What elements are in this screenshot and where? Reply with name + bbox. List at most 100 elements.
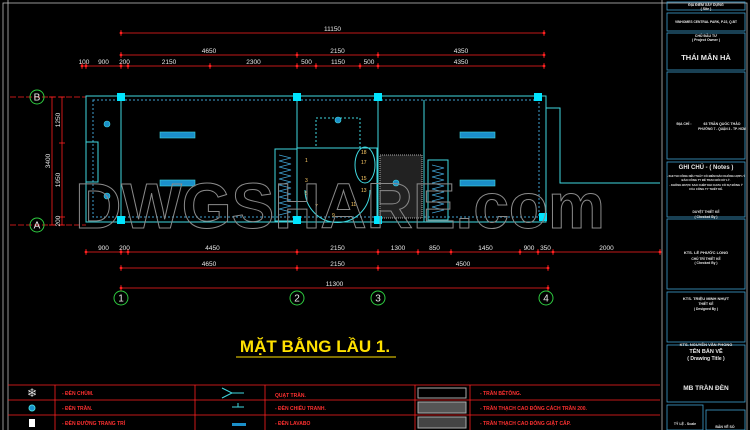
svg-text:- TRẦN THẠCH CAO ĐÓNG GIẬT CẤP: - TRẦN THẠCH CAO ĐÓNG GIẬT CẤP. bbox=[480, 419, 571, 427]
dimension-node bbox=[295, 266, 299, 270]
title-block-text: ĐỊA ĐIỂM XÂY DỰNG ( Site ) VINHOMES CENT… bbox=[667, 2, 746, 429]
top-detail-dim-label: 1150 bbox=[331, 59, 345, 66]
ceiling-light-icon bbox=[103, 120, 111, 128]
left-dim-label: 1250 bbox=[55, 112, 62, 127]
bottom-middle-dim-label: 4500 bbox=[456, 261, 471, 268]
grid-label: A bbox=[34, 221, 41, 232]
dimension-node bbox=[542, 53, 546, 57]
dimension-node bbox=[80, 64, 84, 68]
dimension-node bbox=[295, 250, 299, 254]
grid-label: B bbox=[34, 93, 41, 104]
dimension-node bbox=[119, 266, 123, 270]
bottom-detail-dim-label: 900 bbox=[98, 245, 109, 252]
zigzag-hanger bbox=[431, 164, 445, 214]
top-detail-dim-label: 4350 bbox=[454, 59, 469, 66]
ceiling-light-icon bbox=[103, 192, 111, 200]
grid-label: 3 bbox=[375, 294, 381, 305]
svg-text:CHỦ ĐẦU TƯ: CHỦ ĐẦU TƯ bbox=[695, 33, 717, 38]
dimension-node bbox=[314, 64, 318, 68]
svg-text:QUẠT TRẦN.: QUẠT TRẦN. bbox=[275, 392, 306, 399]
legend-table bbox=[8, 384, 660, 430]
svg-text:TÊN BẢN VẼ: TÊN BẢN VẼ bbox=[689, 347, 723, 355]
bottom-detail-dim-label: 1450 bbox=[478, 245, 493, 252]
top-detail-dim-label: 2150 bbox=[162, 59, 177, 66]
dimension-node bbox=[119, 53, 123, 57]
svg-text:- ĐÈN CHÙM.: - ĐÈN CHÙM. bbox=[62, 389, 94, 397]
column bbox=[539, 213, 547, 221]
left-dim-label: 3400 bbox=[45, 153, 52, 168]
ceiling-light-icon bbox=[28, 404, 36, 412]
step-ceiling-swatch bbox=[417, 416, 467, 429]
dimension-lines bbox=[10, 30, 662, 291]
picture-light-icon bbox=[232, 403, 244, 408]
drawing-title: MẶT BẰNG LẦU 1. bbox=[240, 337, 390, 356]
column bbox=[117, 93, 125, 101]
dimension-node bbox=[376, 250, 380, 254]
chandelier-icon: ❄ bbox=[27, 386, 37, 400]
top-middle-dim-label: 2150 bbox=[330, 48, 345, 55]
tube-light-icon bbox=[459, 179, 496, 187]
dimension-node bbox=[518, 250, 522, 254]
svg-text:63 TRẦN QUỐC THẢO: 63 TRẦN QUỐC THẢO bbox=[704, 121, 741, 126]
svg-text:MB TRẦN ĐÈN: MB TRẦN ĐÈN bbox=[683, 382, 729, 392]
svg-text:PHƯỜNG 7 - QUẬN 3 - TP. HCM: PHƯỜNG 7 - QUẬN 3 - TP. HCM bbox=[698, 126, 746, 131]
column bbox=[293, 93, 301, 101]
wc-hatch bbox=[379, 154, 423, 219]
svg-text:BÁO CÔNG TY ĐỂ TRAO ĐỔI XỬ LÝ.: BÁO CÔNG TY ĐỂ TRAO ĐỔI XỬ LÝ. bbox=[682, 177, 731, 182]
ceiling-light-icon bbox=[392, 179, 400, 187]
dimension-node bbox=[542, 64, 546, 68]
svg-text:KTS. TRIỆU MINH NHỰT: KTS. TRIỆU MINH NHỰT bbox=[683, 296, 730, 301]
svg-text:- KHÔNG ĐƯỢC SAO CHÉP KHI CHƯA: - KHÔNG ĐƯỢC SAO CHÉP KHI CHƯA CÓ SỰ ĐỒN… bbox=[669, 182, 743, 187]
svg-text:DUYỆT THIẾT KẾ: DUYỆT THIẾT KẾ bbox=[692, 209, 720, 214]
stair-number: 17 bbox=[361, 160, 367, 166]
svg-text:( Designed By ): ( Designed By ) bbox=[694, 307, 718, 311]
grid-label: 1 bbox=[118, 294, 124, 305]
stair-number: 9 bbox=[332, 213, 335, 219]
legend-labels: - ĐÈN CHÙM. - ĐÈN TRẦN. - ĐÈN ĐƯỜNG TRAN… bbox=[62, 389, 588, 427]
top-middle-dim-label: 4650 bbox=[202, 48, 217, 55]
dimension-node bbox=[119, 31, 123, 35]
svg-text:- TRẦN BÊTÔNG.: - TRẦN BÊTÔNG. bbox=[480, 389, 522, 397]
dimension-node bbox=[84, 64, 88, 68]
tube-light-icon bbox=[459, 131, 496, 139]
floor-plan bbox=[85, 95, 660, 223]
svg-text:ĐỊA ĐIỂM XÂY DỰNG: ĐỊA ĐIỂM XÂY DỰNG bbox=[688, 2, 724, 7]
svg-text:- ĐÈN TRẦN.: - ĐÈN TRẦN. bbox=[62, 404, 93, 412]
bottom-detail-dim-label: 850 bbox=[429, 245, 440, 252]
svg-text:VINHOMES CENTRAL PARK, P.22, Q: VINHOMES CENTRAL PARK, P.22, Q.BT bbox=[675, 20, 737, 24]
dimension-node bbox=[658, 250, 662, 254]
column bbox=[534, 93, 542, 101]
top-detail-dim-label: 100 bbox=[79, 59, 90, 66]
tube-light-icon bbox=[159, 131, 196, 139]
dimension-node bbox=[358, 64, 362, 68]
svg-text:( Drawing Title ): ( Drawing Title ) bbox=[687, 356, 725, 362]
svg-text:- ĐÈN ĐƯỜNG TRANG TRÍ: - ĐÈN ĐƯỜNG TRANG TRÍ bbox=[62, 419, 126, 427]
bottom-detail-dim-label: 200 bbox=[119, 245, 130, 252]
left-dim-label: 1950 bbox=[55, 172, 62, 187]
dimension-node bbox=[126, 250, 130, 254]
grid-bubble bbox=[370, 290, 386, 306]
svg-text:- ĐÈN CHIẾU TRANH.: - ĐÈN CHIẾU TRANH. bbox=[275, 404, 326, 412]
stair-number: 1 bbox=[305, 158, 308, 164]
top-detail-dim-label: 900 bbox=[98, 59, 109, 66]
svg-text:( Checked By ): ( Checked By ) bbox=[695, 261, 718, 265]
dimension-node bbox=[295, 64, 299, 68]
svg-text:KTS. NGUYỄN VĂN PHONG: KTS. NGUYỄN VĂN PHONG bbox=[680, 342, 733, 347]
hangers bbox=[278, 154, 445, 216]
svg-text:CHỦ TRÌ THIẾT KẾ: CHỦ TRÌ THIẾT KẾ bbox=[691, 256, 721, 261]
column bbox=[374, 93, 382, 101]
svg-text:- ĐÈN LAVABO: - ĐÈN LAVABO bbox=[275, 419, 310, 427]
dimension-node bbox=[126, 64, 130, 68]
legend-symbols: ❄ bbox=[27, 386, 467, 429]
column bbox=[117, 216, 125, 224]
dimension-node bbox=[416, 250, 420, 254]
top-middle-dim-label: 4350 bbox=[454, 48, 469, 55]
grid-bubble bbox=[29, 217, 45, 233]
column bbox=[293, 216, 301, 224]
bottom-middle-dim-label: 4650 bbox=[202, 261, 217, 268]
svg-text:CỦA CÔNG TY THIẾT KẾ.: CỦA CÔNG TY THIẾT KẾ. bbox=[689, 186, 723, 191]
